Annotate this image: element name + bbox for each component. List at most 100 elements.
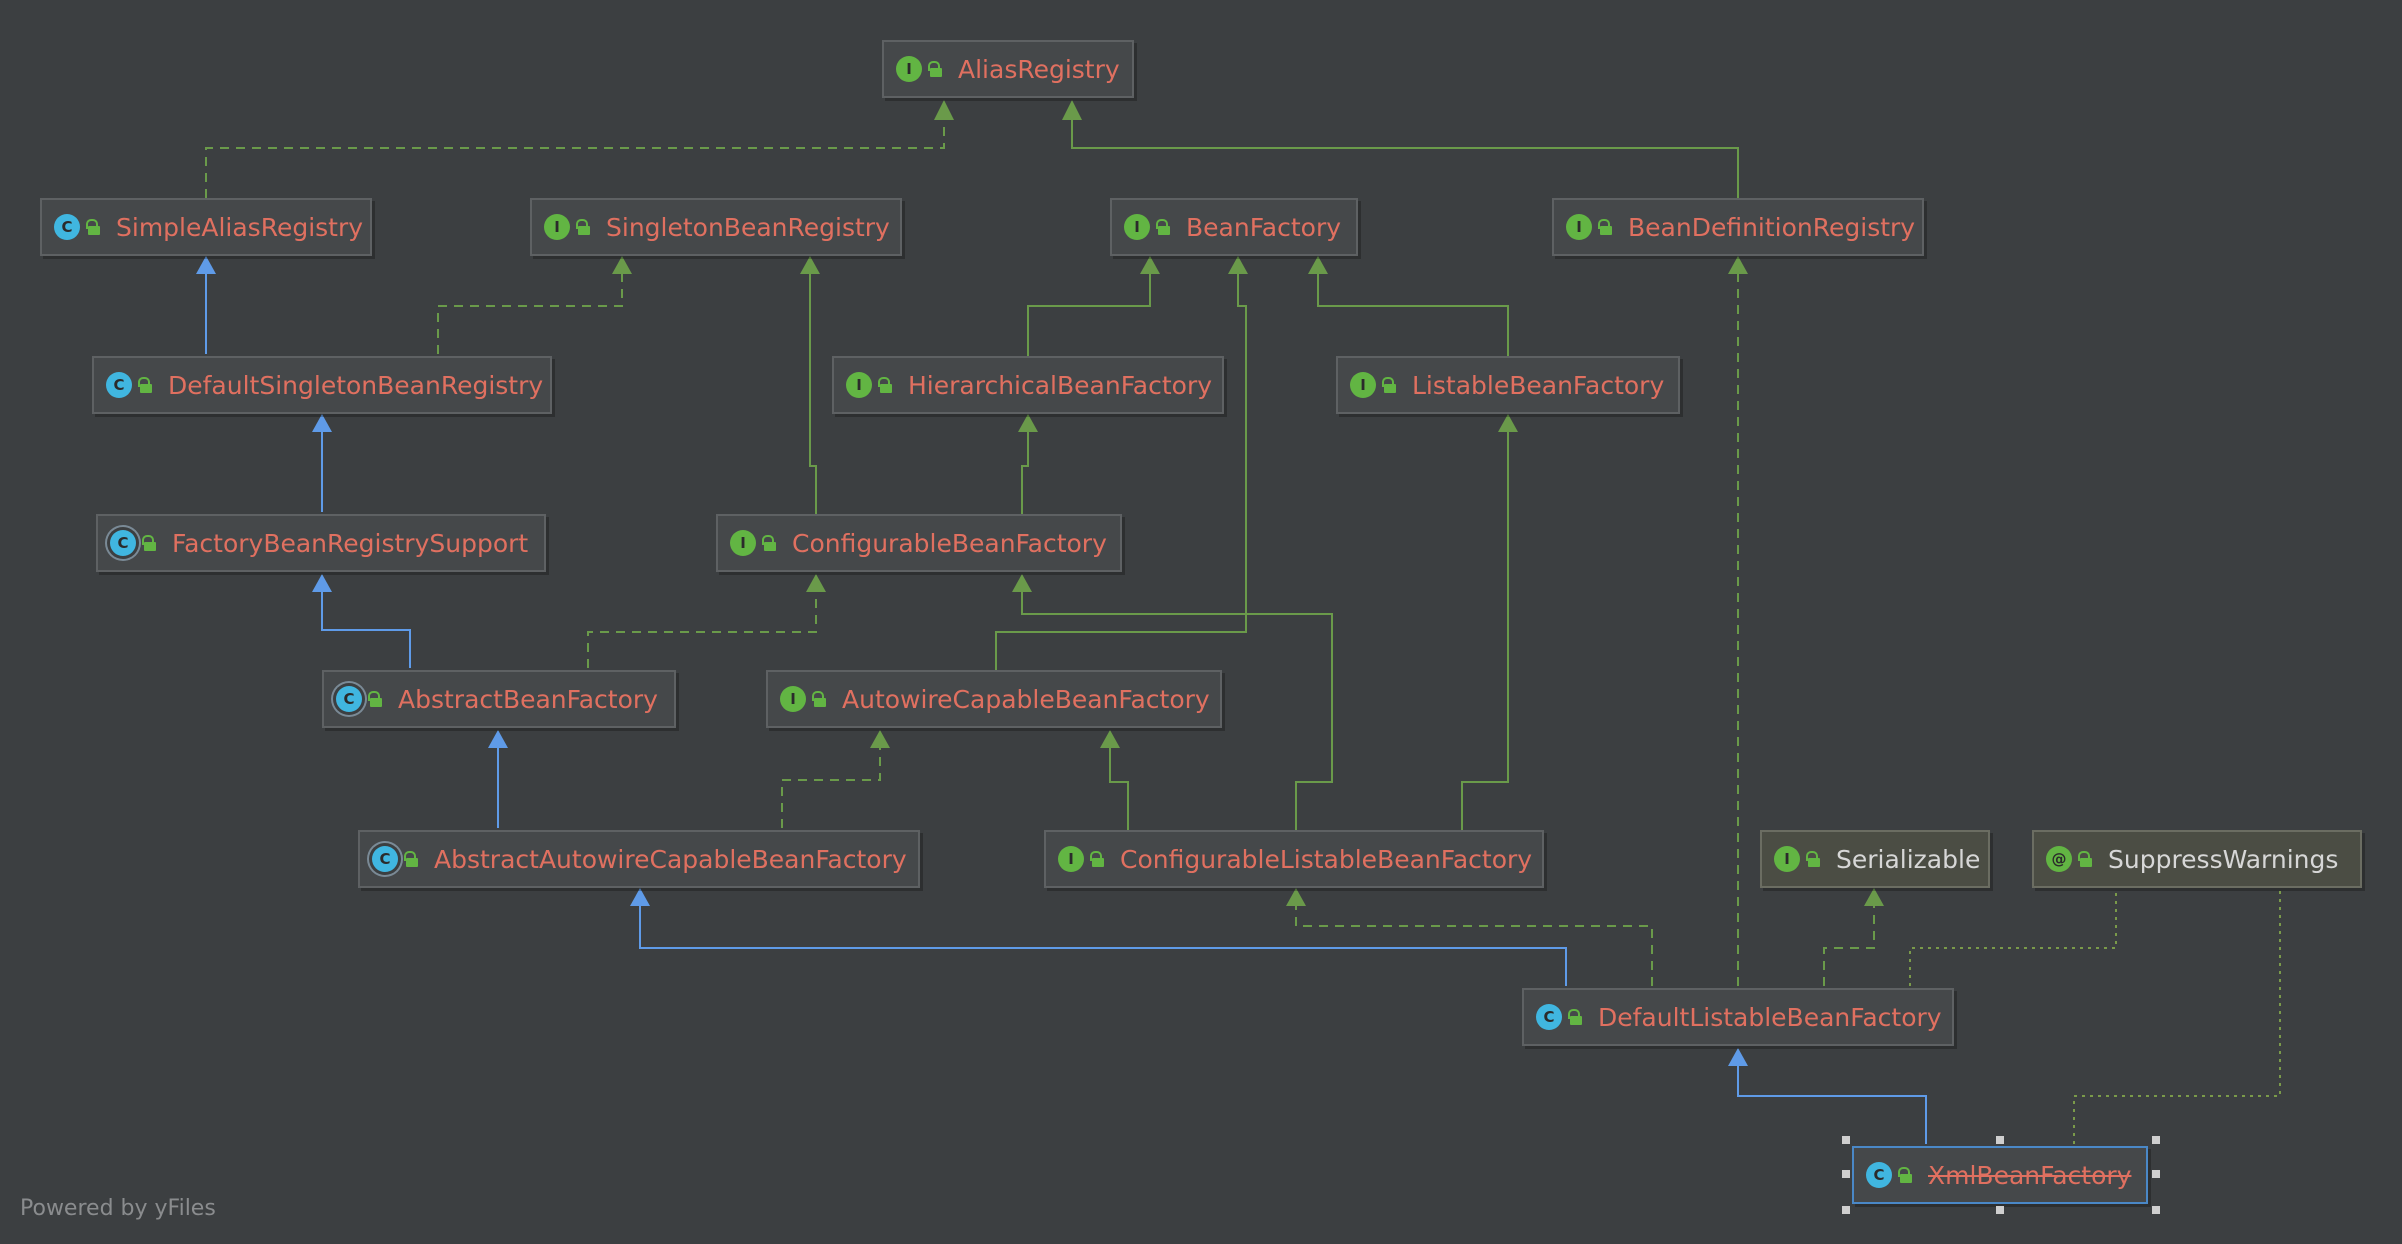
interface-icon: I xyxy=(1350,372,1376,398)
selection-handle-left[interactable] xyxy=(1842,1170,1850,1178)
edge-config-listable-to-listable xyxy=(1461,430,1509,830)
public-lock-icon xyxy=(1900,1167,1914,1183)
interface-icon: I xyxy=(1566,214,1592,240)
extends-edges xyxy=(205,272,1927,1144)
interface-icon: I xyxy=(1124,214,1150,240)
interface-icon: I xyxy=(544,214,570,240)
node-serializable[interactable]: I Serializable xyxy=(1760,830,1990,888)
node-autowire-capable-bean-factory[interactable]: I AutowireCapableBeanFactory xyxy=(766,670,1222,728)
annotation-edges xyxy=(1909,888,2281,1144)
node-alias-registry[interactable]: I AliasRegistry xyxy=(882,40,1134,98)
edge-config-listable-to-configurable xyxy=(1021,590,1333,830)
edge-default-listable-to-abstract-autowire xyxy=(639,904,1567,986)
selection-handle-top-left[interactable] xyxy=(1842,1136,1850,1144)
node-label: Serializable xyxy=(1836,844,1981,874)
node-label: FactoryBeanRegistrySupport xyxy=(172,528,529,558)
edge-default-listable-to-suppress xyxy=(1909,888,2117,986)
edge-hierarchical-to-bean-factory xyxy=(1027,272,1151,356)
node-label: BeanDefinitionRegistry xyxy=(1628,212,1916,242)
extends-arrowheads xyxy=(196,256,1748,1066)
node-factory-bean-registry-support[interactable]: C FactoryBeanRegistrySupport xyxy=(96,514,546,572)
node-label: AutowireCapableBeanFactory xyxy=(842,684,1210,714)
node-label: DefaultSingletonBeanRegistry xyxy=(168,370,544,400)
node-label: SimpleAliasRegistry xyxy=(116,212,364,242)
annotation-icon: @ xyxy=(2046,846,2072,872)
node-label: AliasRegistry xyxy=(958,54,1120,84)
node-abstract-bean-factory[interactable]: C AbstractBeanFactory xyxy=(322,670,676,728)
node-configurable-bean-factory[interactable]: I ConfigurableBeanFactory xyxy=(716,514,1122,572)
class-icon: C xyxy=(54,214,80,240)
edge-listable-to-bean-factory xyxy=(1317,272,1509,356)
selection-handle-bottom[interactable] xyxy=(1996,1206,2004,1214)
public-lock-icon xyxy=(1808,851,1822,867)
selection-handle-right[interactable] xyxy=(2152,1170,2160,1178)
edge-abstract-autowire-to-autowire xyxy=(781,746,881,828)
interface-icon: I xyxy=(1774,846,1800,872)
node-xml-bean-factory[interactable]: C XmlBeanFactory xyxy=(1852,1146,2148,1204)
public-lock-icon xyxy=(930,61,944,77)
interface-icon: I xyxy=(1058,846,1084,872)
abstract-class-icon: C xyxy=(336,686,362,712)
node-label: AbstractBeanFactory xyxy=(398,684,658,714)
edge-simple-alias-to-alias xyxy=(205,118,945,198)
public-lock-icon xyxy=(1570,1009,1584,1025)
edge-abstract-bean-to-configurable xyxy=(587,590,817,668)
node-configurable-listable-bean-factory[interactable]: I ConfigurableListableBeanFactory xyxy=(1044,830,1544,888)
edge-default-singleton-to-singleton xyxy=(437,272,623,354)
node-label: DefaultListableBeanFactory xyxy=(1598,1002,1942,1032)
selection-handle-top[interactable] xyxy=(1996,1136,2004,1144)
interface-icon: I xyxy=(730,530,756,556)
class-icon: C xyxy=(106,372,132,398)
abstract-class-icon: C xyxy=(372,846,398,872)
public-lock-icon xyxy=(764,535,778,551)
class-icon: C xyxy=(1866,1162,1892,1188)
powered-by-footer: Powered by yFiles xyxy=(20,1196,216,1221)
node-default-singleton-bean-registry[interactable]: C DefaultSingletonBeanRegistry xyxy=(92,356,552,414)
interface-icon: I xyxy=(846,372,872,398)
node-bean-factory[interactable]: I BeanFactory xyxy=(1110,198,1358,256)
node-suppress-warnings[interactable]: @ SuppressWarnings xyxy=(2032,830,2362,888)
public-lock-icon xyxy=(1158,219,1172,235)
node-simple-alias-registry[interactable]: C SimpleAliasRegistry xyxy=(40,198,372,256)
node-label: XmlBeanFactory xyxy=(1928,1160,2132,1190)
edge-config-listable-to-autowire xyxy=(1109,746,1129,830)
interface-icon: I xyxy=(780,686,806,712)
public-lock-icon xyxy=(1600,219,1614,235)
public-lock-icon xyxy=(406,851,420,867)
edge-xml-to-suppress xyxy=(2073,888,2281,1144)
selection-handle-bottom-right[interactable] xyxy=(2152,1206,2160,1214)
public-lock-icon xyxy=(140,377,154,393)
node-abstract-autowire-capable-bean-factory[interactable]: C AbstractAutowireCapableBeanFactory xyxy=(358,830,920,888)
public-lock-icon xyxy=(1384,377,1398,393)
edge-configurable-to-hierarchical xyxy=(1021,430,1029,514)
node-hierarchical-bean-factory[interactable]: I HierarchicalBeanFactory xyxy=(832,356,1224,414)
node-label: AbstractAutowireCapableBeanFactory xyxy=(434,844,907,874)
node-singleton-bean-registry[interactable]: I SingletonBeanRegistry xyxy=(530,198,902,256)
selection-handle-top-right[interactable] xyxy=(2152,1136,2160,1144)
edge-abstract-bean-to-factory-support xyxy=(321,590,411,668)
node-listable-bean-factory[interactable]: I ListableBeanFactory xyxy=(1336,356,1680,414)
interface-extends-edges xyxy=(809,118,1739,830)
node-label: SuppressWarnings xyxy=(2108,844,2339,874)
implements-arrowheads xyxy=(612,100,1884,906)
public-lock-icon xyxy=(814,691,828,707)
node-label: HierarchicalBeanFactory xyxy=(908,370,1213,400)
node-label: SingletonBeanRegistry xyxy=(606,212,890,242)
edge-autowire-to-bean-factory xyxy=(995,272,1247,670)
abstract-class-icon: C xyxy=(110,530,136,556)
node-default-listable-bean-factory[interactable]: C DefaultListableBeanFactory xyxy=(1522,988,1954,1046)
public-lock-icon xyxy=(2080,851,2094,867)
public-lock-icon xyxy=(144,535,158,551)
edge-bean-definition-to-alias xyxy=(1071,118,1739,198)
edge-default-listable-to-serializable xyxy=(1823,904,1875,986)
public-lock-icon xyxy=(370,691,384,707)
edge-default-listable-to-config-listable xyxy=(1295,904,1653,986)
public-lock-icon xyxy=(578,219,592,235)
node-label: BeanFactory xyxy=(1186,212,1342,242)
public-lock-icon xyxy=(1092,851,1106,867)
node-bean-definition-registry[interactable]: I BeanDefinitionRegistry xyxy=(1552,198,1924,256)
selection-handle-bottom-left[interactable] xyxy=(1842,1206,1850,1214)
node-label: ListableBeanFactory xyxy=(1412,370,1665,400)
